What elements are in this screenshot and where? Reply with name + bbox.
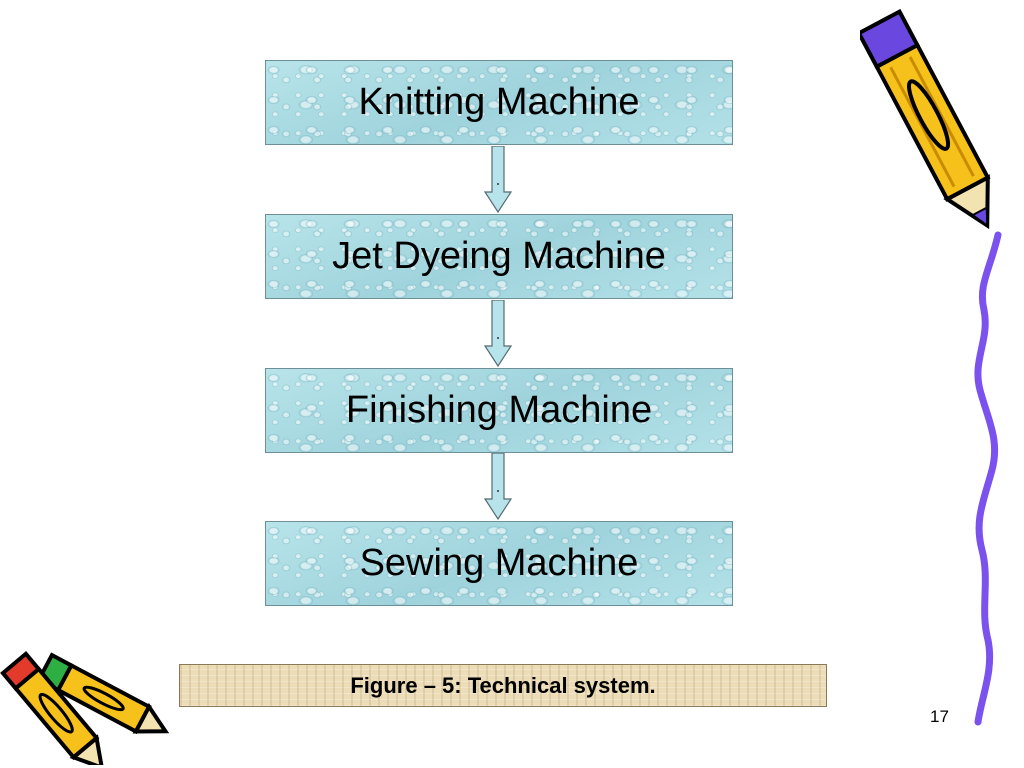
pencil-icon [0,650,170,765]
step-box-knitting-machine: Knitting Machine [265,60,733,145]
step-box-jet-dyeing-machine: Jet Dyeing Machine [265,214,733,299]
down-arrow-icon [483,300,513,368]
step-box-sewing-machine: Sewing Machine [265,521,733,606]
step-label: Jet Dyeing Machine [332,235,666,277]
pencil-icon [860,8,991,230]
figure-caption: Figure – 5: Technical system. [179,664,827,707]
down-arrow-icon [483,146,513,214]
step-box-finishing-machine: Finishing Machine [265,368,733,453]
down-arrow-icon [483,453,513,521]
step-label: Finishing Machine [345,389,653,431]
step-label: Knitting Machine [358,81,640,123]
step-label: Sewing Machine [359,542,639,584]
squiggle-line [974,231,1002,726]
page-number: 17 [930,707,949,726]
figure-caption-text: Figure – 5: Technical system. [350,672,656,698]
